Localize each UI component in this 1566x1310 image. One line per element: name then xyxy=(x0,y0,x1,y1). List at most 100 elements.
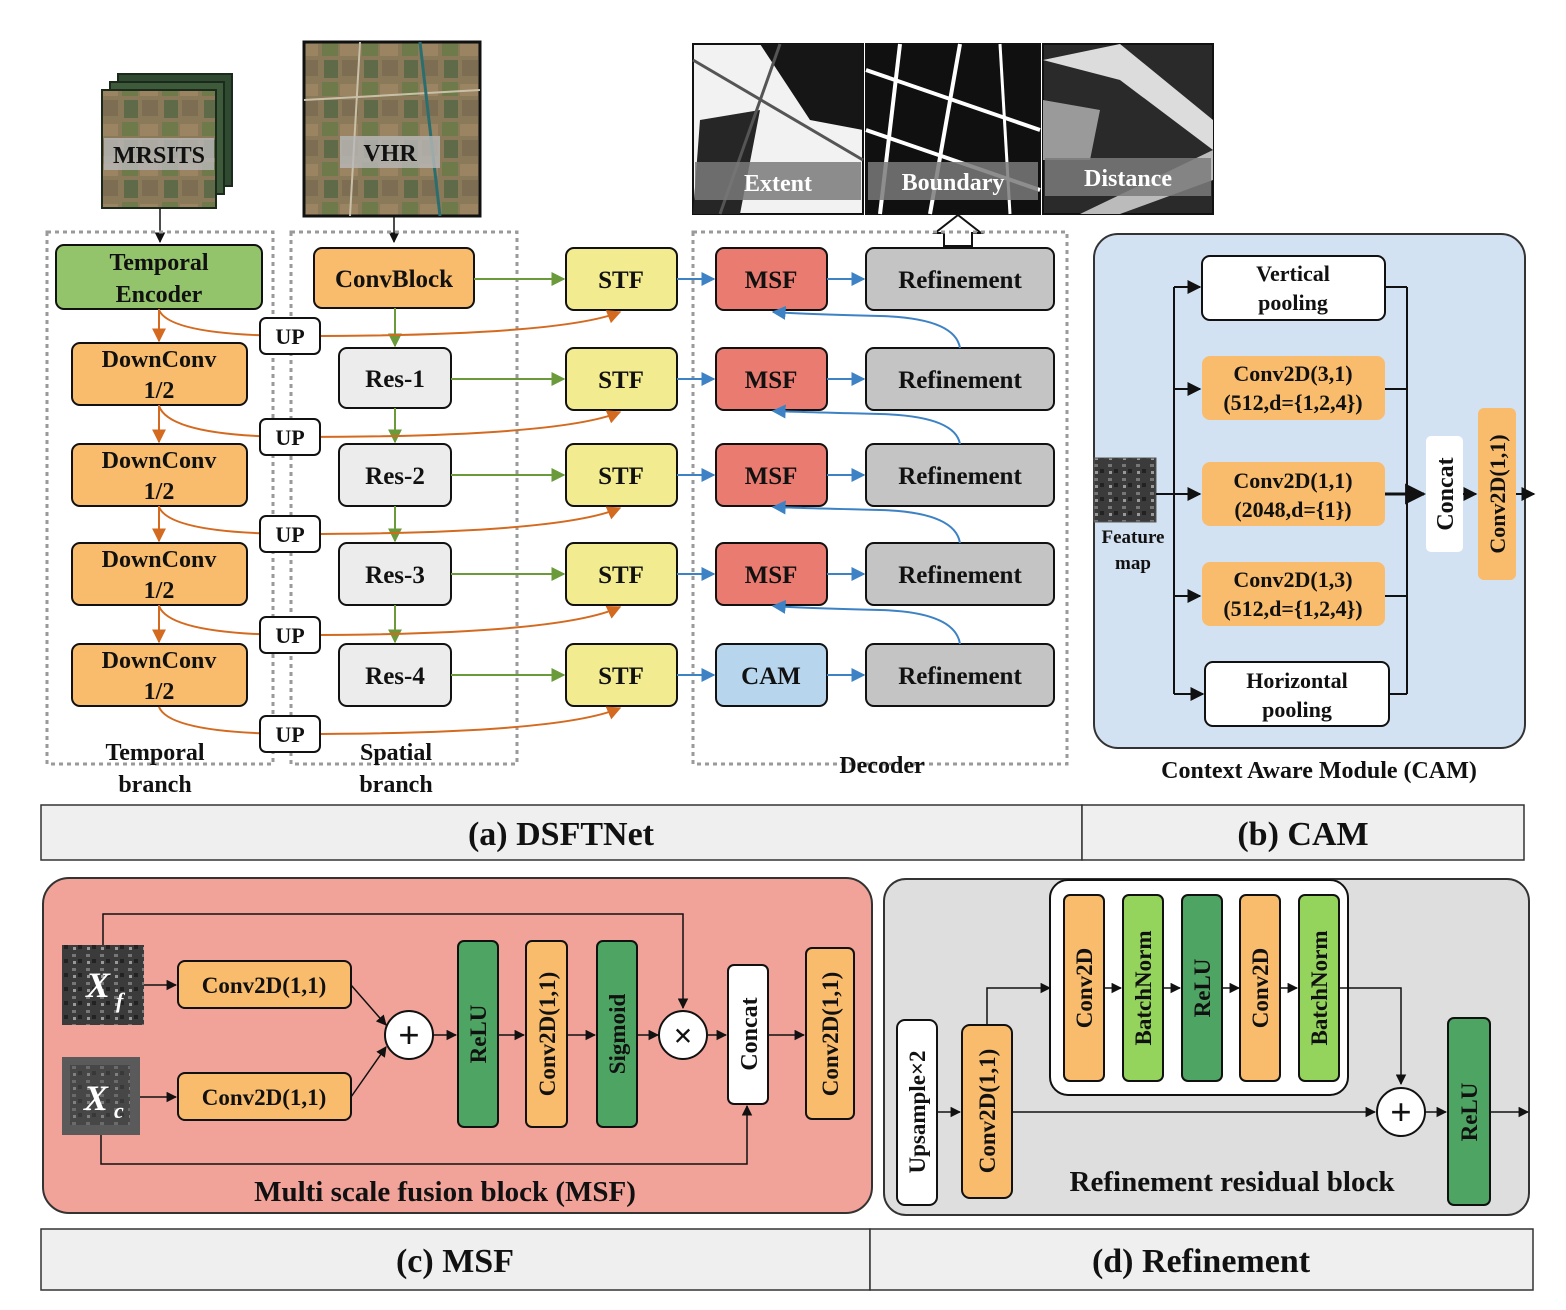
vhr-image: VHR xyxy=(302,40,482,218)
svg-text:STF: STF xyxy=(598,367,644,394)
svg-text:DownConv: DownConv xyxy=(102,448,217,474)
up-box-1: UP xyxy=(259,317,321,355)
svg-text:Conv2D(1,1): Conv2D(1,1) xyxy=(1233,468,1352,493)
stf-block-1: STF xyxy=(565,247,678,311)
msf-block-4: MSF xyxy=(715,542,828,606)
svg-text:CAM: CAM xyxy=(741,663,801,690)
up-box-3: UP xyxy=(259,515,321,553)
downconv-block-2: DownConv 1/2 xyxy=(71,443,248,507)
svg-text:Res-3: Res-3 xyxy=(365,562,425,589)
svg-text:DownConv: DownConv xyxy=(102,648,217,674)
caption-b: (b) CAM xyxy=(1237,816,1368,853)
svg-text:+: + xyxy=(1390,1092,1412,1134)
refinement-block-1: Refinement xyxy=(865,247,1055,311)
msf-add-icon: + xyxy=(384,1010,434,1060)
svg-text:(512,d={1,2,4}): (512,d={1,2,4}) xyxy=(1223,596,1362,621)
svg-text:+: + xyxy=(398,1015,420,1057)
svg-text:BatchNorm: BatchNorm xyxy=(1131,931,1156,1046)
msf-xf-image: X f xyxy=(62,945,144,1025)
msf-relu: ReLU xyxy=(457,940,499,1128)
svg-text:STF: STF xyxy=(598,663,644,690)
svg-text:Encoder: Encoder xyxy=(116,282,203,308)
msf-block-2: MSF xyxy=(715,347,828,411)
output-distance-image: Distance xyxy=(1042,43,1214,215)
res-block-1: Res-1 xyxy=(338,347,452,409)
svg-text:Refinement: Refinement xyxy=(898,562,1022,589)
vhr-label: VHR xyxy=(363,141,417,167)
res-block-2: Res-2 xyxy=(338,443,452,507)
svg-text:Feature: Feature xyxy=(1102,527,1165,548)
cam-conv11: Conv2D(1,1) (2048,d={1}) xyxy=(1202,462,1385,526)
svg-text:ReLU: ReLU xyxy=(1190,958,1215,1017)
svg-text:×: × xyxy=(673,1018,692,1055)
refinement-block-3: Refinement xyxy=(865,443,1055,507)
svg-text:MSF: MSF xyxy=(745,267,798,294)
stf-block-5: STF xyxy=(565,643,678,707)
svg-text:Conv2D(1,1): Conv2D(1,1) xyxy=(1485,434,1510,553)
refinement-block-4: Refinement xyxy=(865,542,1055,606)
caption-c: (c) MSF xyxy=(396,1243,514,1280)
stf-block-2: STF xyxy=(565,347,678,411)
refinement-title: Refinement residual block xyxy=(1070,1166,1396,1198)
svg-text:Sigmoid: Sigmoid xyxy=(605,994,630,1075)
spatial-branch-label-2: branch xyxy=(359,772,432,798)
svg-text:Refinement: Refinement xyxy=(898,267,1022,294)
caption-d: (d) Refinement xyxy=(1092,1243,1311,1280)
cam-vertical-pooling: Vertical pooling xyxy=(1201,255,1386,321)
msf-block-3: MSF xyxy=(715,443,828,507)
temporal-branch-label-2: branch xyxy=(118,772,191,798)
cam-block: CAM xyxy=(715,643,828,707)
svg-text:ConvBlock: ConvBlock xyxy=(335,266,453,293)
svg-text:Res-1: Res-1 xyxy=(365,366,425,393)
svg-text:BatchNorm: BatchNorm xyxy=(1307,931,1332,1046)
svg-text:UP: UP xyxy=(275,623,304,648)
decoder-box xyxy=(691,230,1069,766)
svg-text:pooling: pooling xyxy=(1262,697,1332,722)
cam-feature-map: Feature map xyxy=(1093,457,1165,574)
msf-concat: Concat xyxy=(727,964,769,1105)
svg-text:STF: STF xyxy=(598,562,644,589)
res-block-4: Res-4 xyxy=(338,643,452,707)
up-box-5: UP xyxy=(259,715,321,753)
caption-bar-bottom: (c) MSF (d) Refinement xyxy=(40,1228,1534,1291)
caption-a: (a) DSFTNet xyxy=(468,816,655,853)
cam-concat: Concat xyxy=(1426,436,1463,552)
svg-text:(2048,d={1}): (2048,d={1}) xyxy=(1234,497,1351,522)
svg-text:ReLU: ReLU xyxy=(466,1004,491,1063)
downconv-block-3: DownConv 1/2 xyxy=(71,542,248,606)
cam-conv31: Conv2D(3,1) (512,d={1,2,4}) xyxy=(1202,356,1385,420)
svg-text:Conv2D(1,1): Conv2D(1,1) xyxy=(202,1085,327,1110)
svg-text:Concat: Concat xyxy=(1433,457,1459,530)
cam-conv-out: Conv2D(1,1) xyxy=(1478,408,1516,580)
svg-text:Conv2D(1,1): Conv2D(1,1) xyxy=(535,972,560,1097)
refine-batchnorm-2: BatchNorm xyxy=(1298,894,1340,1082)
svg-text:Refinement: Refinement xyxy=(898,463,1022,490)
svg-text:STF: STF xyxy=(598,463,644,490)
svg-text:Vertical: Vertical xyxy=(1256,261,1330,286)
refine-relu-out: ReLU xyxy=(1447,1017,1491,1206)
msf-block-1: MSF xyxy=(715,247,828,311)
svg-text:Conv2D: Conv2D xyxy=(1072,948,1097,1029)
svg-text:Refinement: Refinement xyxy=(898,663,1022,690)
svg-text:Upsample×2: Upsample×2 xyxy=(905,1050,930,1173)
up-box-2: UP xyxy=(259,418,321,456)
svg-text:Temporal: Temporal xyxy=(109,250,208,276)
svg-text:Concat: Concat xyxy=(737,997,763,1070)
spatial-branch-box xyxy=(289,230,519,766)
res-block-3: Res-3 xyxy=(338,542,452,606)
convblock: ConvBlock xyxy=(313,247,475,309)
decoder-label: Decoder xyxy=(839,753,925,779)
svg-text:X: X xyxy=(83,1078,109,1118)
svg-text:1/2: 1/2 xyxy=(144,378,175,404)
svg-text:UP: UP xyxy=(275,722,304,747)
svg-text:(512,d={1,2,4}): (512,d={1,2,4}) xyxy=(1223,390,1362,415)
svg-text:1/2: 1/2 xyxy=(144,479,175,505)
spatial-branch-label-1: Spatial xyxy=(360,740,432,766)
svg-text:1/2: 1/2 xyxy=(144,679,175,705)
svg-text:UP: UP xyxy=(275,522,304,547)
svg-text:Refinement: Refinement xyxy=(898,367,1022,394)
output-distance-label: Distance xyxy=(1084,166,1172,192)
stf-block-4: STF xyxy=(565,542,678,606)
output-extent-label: Extent xyxy=(744,171,812,197)
refine-upsample: Upsample×2 xyxy=(896,1019,938,1206)
